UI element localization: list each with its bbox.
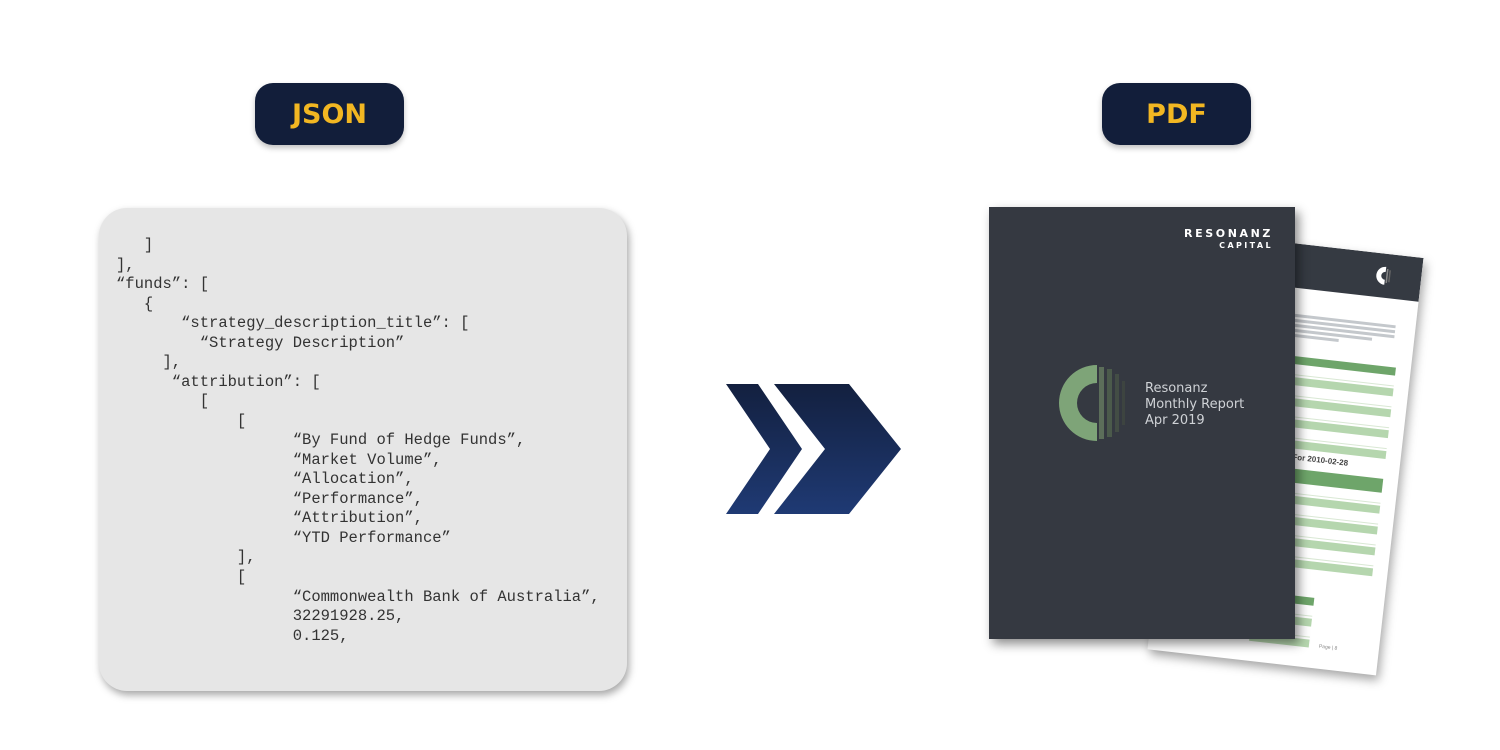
report-title-line2: Monthly Report: [1145, 397, 1245, 412]
brand-logo: RESONANZ CAPITAL: [1184, 227, 1273, 250]
pdf-label: PDF: [1102, 83, 1251, 145]
code-line: ]: [116, 236, 154, 254]
code-line: “Attribution”,: [116, 509, 423, 527]
code-line: “Performance”,: [116, 490, 423, 508]
code-line: “YTD Performance”: [116, 529, 451, 547]
report-title-line3: Apr 2019: [1145, 413, 1205, 428]
report-title-line1: Resonanz: [1145, 381, 1208, 396]
resonanz-logo-icon: [1376, 266, 1391, 285]
brand-subname: CAPITAL: [1219, 241, 1273, 250]
code-line: ],: [116, 353, 182, 371]
code-line: [: [116, 412, 247, 430]
code-line: {: [116, 295, 154, 313]
code-line: “funds”: [: [116, 275, 210, 293]
code-line: “Market Volume”,: [116, 451, 442, 469]
strategy-paragraph: [1283, 312, 1396, 348]
resonanz-circle-logo-icon: [1059, 365, 1125, 441]
code-line: ],: [116, 256, 135, 274]
report-title: Resonanz Monthly Report Apr 2019: [1145, 381, 1244, 429]
code-line: ],: [116, 548, 256, 566]
code-line: “Strategy Description”: [116, 334, 405, 352]
page-number: Page | 8: [1318, 643, 1338, 652]
json-label: JSON: [255, 83, 404, 145]
pdf-inner-page: ...ICS For 2010-02-28 Page | 8: [1147, 232, 1424, 676]
code-line: “Allocation”,: [116, 470, 414, 488]
code-line: [: [116, 392, 210, 410]
pdf-cover-page: RESONANZ CAPITAL Resonanz Monthly Report…: [989, 207, 1295, 639]
json-code-block: ] ], “funds”: [ { “strategy_description_…: [99, 208, 600, 645]
code-line: “strategy_description_title”: [: [116, 314, 470, 332]
page-header-bar: [1190, 232, 1424, 302]
code-line: “attribution”: [: [116, 373, 321, 391]
code-line: [: [116, 568, 247, 586]
double-chevron-arrow-icon: [726, 384, 901, 514]
code-line: 0.125,: [116, 627, 349, 645]
code-line: 32291928.25,: [116, 607, 405, 625]
brand-name: RESONANZ: [1184, 227, 1273, 240]
code-line: “Commonwealth Bank of Australia”,: [116, 588, 600, 606]
code-line: “By Fund of Hedge Funds”,: [116, 431, 526, 449]
json-code-card: ] ], “funds”: [ { “strategy_description_…: [99, 208, 627, 691]
